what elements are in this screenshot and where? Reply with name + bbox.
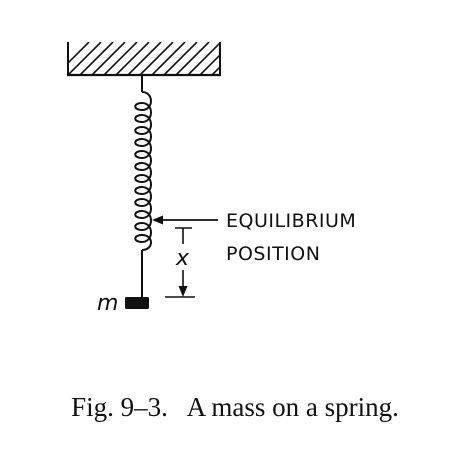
figure-caption: Fig. 9–3. A mass on a spring. — [71, 392, 399, 422]
equilibrium-pointer — [152, 215, 218, 225]
equilibrium-label-line1: EQUILIBRIUM — [226, 210, 356, 232]
mass-block — [125, 297, 149, 309]
ceiling-support — [67, 42, 221, 77]
mass-label: m — [97, 291, 118, 316]
spring — [134, 75, 152, 297]
equilibrium-label-line2: POSITION — [226, 243, 320, 265]
displacement-arrowhead — [178, 286, 188, 297]
displacement-indicator — [165, 227, 195, 298]
displacement-label: x — [175, 246, 190, 271]
